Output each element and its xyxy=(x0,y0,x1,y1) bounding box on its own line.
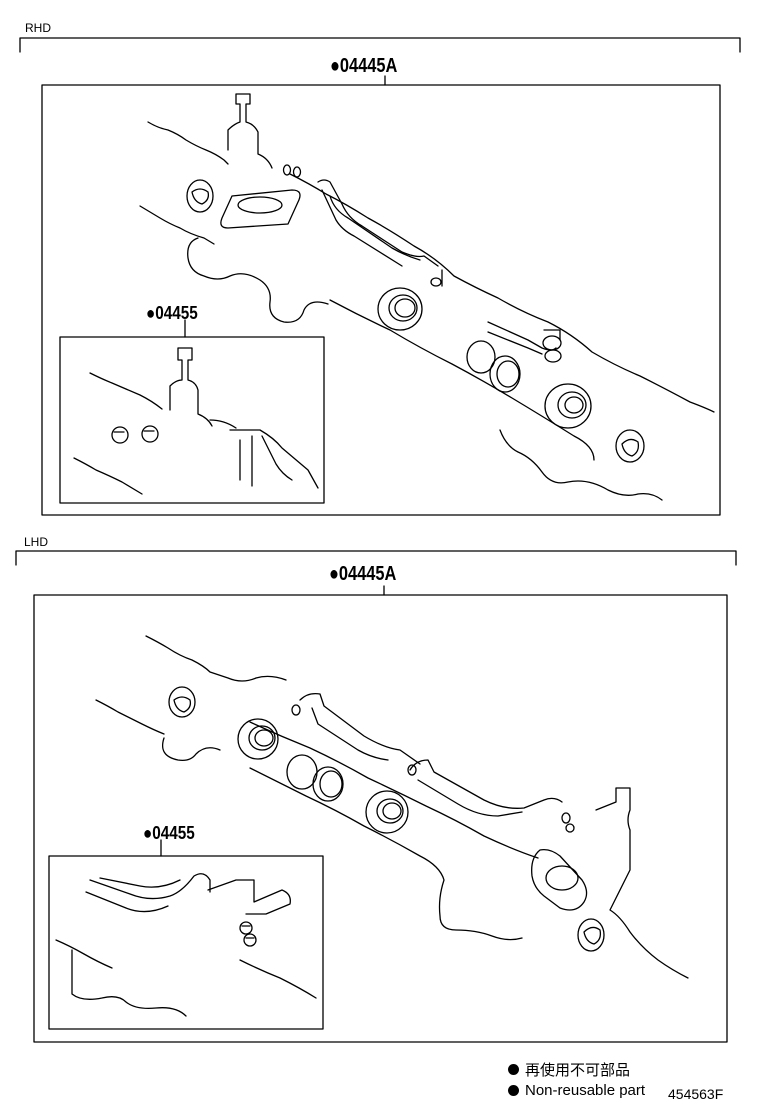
lhd-rack-housing xyxy=(96,636,688,978)
lhd-inset-frame xyxy=(49,856,323,1029)
bullet-icon xyxy=(508,1064,519,1075)
rhd-section-label: RHD xyxy=(25,21,51,35)
legend-row-english: Non-reusable part xyxy=(508,1082,645,1099)
rhd-rack-housing xyxy=(140,94,714,500)
rhd-main-frame xyxy=(42,85,720,515)
rhd-oil-seal-2 xyxy=(545,384,591,428)
lhd-right-nut xyxy=(578,919,604,951)
rhd-inset-part-number: ●04455 xyxy=(146,303,198,323)
lhd-inset-part-number: ●04455 xyxy=(143,823,195,843)
figure-number: 454563F xyxy=(668,1086,724,1102)
rhd-oil-seal-1 xyxy=(378,288,422,330)
bullet-icon xyxy=(508,1085,519,1096)
legend-row-japanese: 再使用不可部品 xyxy=(508,1059,645,1080)
rhd-oring-large xyxy=(467,341,495,373)
rhd-right-nut xyxy=(616,430,644,462)
lhd-main-frame xyxy=(34,595,727,1042)
lhd-oil-seal-2 xyxy=(366,791,408,833)
rhd-oring-double xyxy=(490,356,520,392)
rhd-inset-drawing xyxy=(74,348,318,494)
rhd-gasket xyxy=(221,190,300,228)
legend-japanese-text: 再使用不可部品 xyxy=(525,1062,631,1079)
legend: 再使用不可部品 Non-reusable part xyxy=(508,1059,645,1099)
lhd-section-label: LHD xyxy=(24,535,49,549)
rhd-small-orings xyxy=(284,165,301,177)
rhd-inset-frame xyxy=(60,337,324,503)
lhd-left-nut xyxy=(169,687,195,717)
rhd-left-nut xyxy=(187,180,213,212)
lhd-main-part-number: ●04445A xyxy=(329,563,397,585)
rhd-valve-fittings xyxy=(431,278,561,362)
legend-english-text: Non-reusable part xyxy=(525,1082,646,1099)
lhd-oil-seal-1 xyxy=(238,719,278,759)
rhd-main-part-number: ●04445A xyxy=(330,55,398,77)
rhd-bracket xyxy=(20,38,740,85)
lhd-bracket xyxy=(16,551,736,595)
lhd-small-fittings xyxy=(292,705,574,832)
lhd-inset-drawing xyxy=(56,874,316,1016)
lhd-oring-double xyxy=(313,767,343,801)
